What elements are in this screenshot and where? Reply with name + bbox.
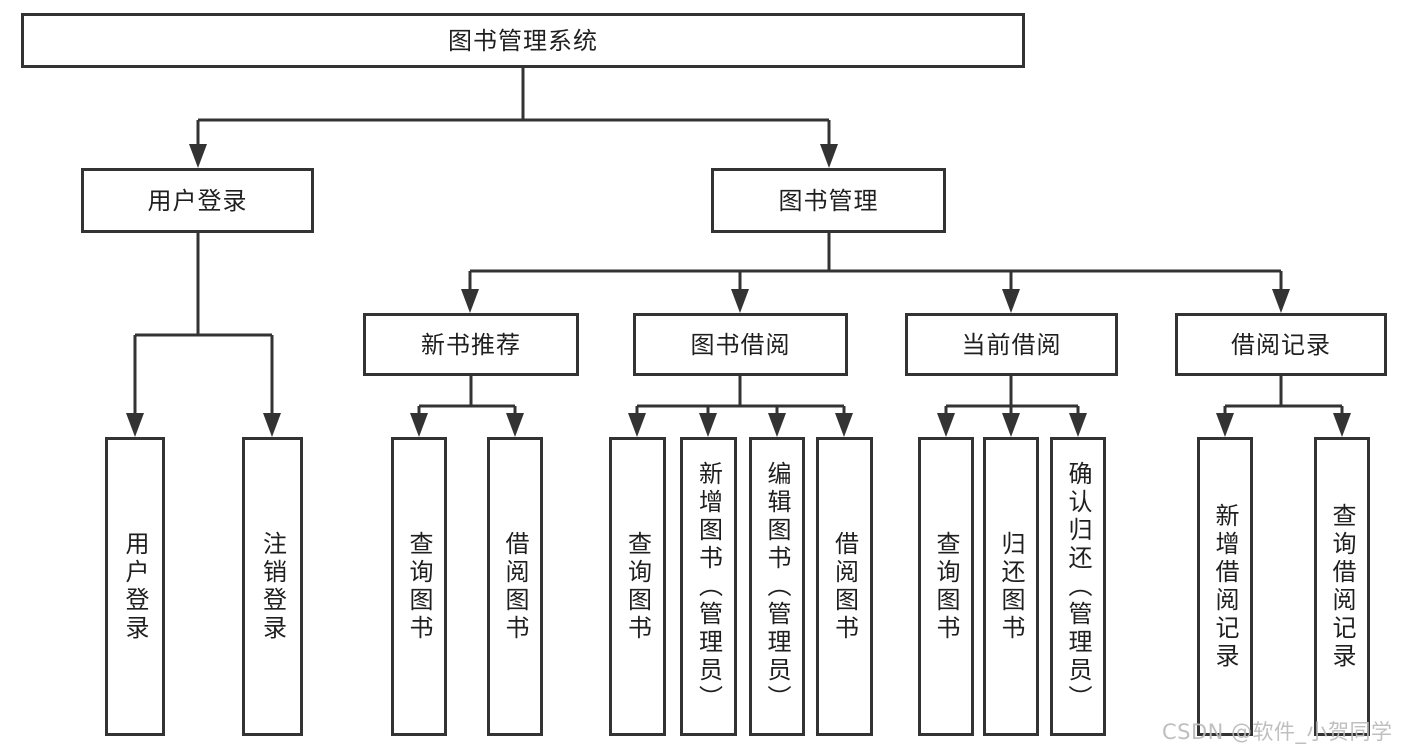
- node-label: 确认归还（管理员）: [1064, 460, 1092, 713]
- node-new-book-recommendation: 新书推荐: [363, 313, 579, 376]
- connector-current-borrow-to-leaves: [944, 376, 1080, 416]
- leaf-logout: 注销登录: [242, 437, 303, 736]
- node-label: 归还图书: [997, 530, 1025, 643]
- leaf-edit-books-admin: 编辑图书（管理员）: [749, 437, 805, 736]
- node-label: 查询借阅记录: [1328, 502, 1356, 671]
- connector-user-login-to-leaves: [133, 233, 274, 416]
- node-book-management: 图书管理: [711, 168, 946, 233]
- node-book-borrowing: 图书借阅: [633, 313, 848, 376]
- node-label: 图书管理系统: [448, 26, 598, 55]
- leaf-borrow-books: 借阅图书: [816, 437, 873, 736]
- leaf-return-books: 归还图书: [983, 437, 1039, 736]
- arrowheads-new-book-leaves: [410, 413, 524, 437]
- arrowheads-current-borrow-leaves: [937, 413, 1087, 437]
- node-label: 新书推荐: [421, 330, 521, 359]
- node-label: 借阅记录: [1231, 330, 1331, 359]
- csdn-watermark: CSDN @软件_小贺同学: [1162, 720, 1393, 744]
- node-label: 借阅图书: [501, 530, 529, 643]
- node-label: 查询图书: [932, 530, 960, 643]
- leaf-query-books-recommend: 查询图书: [391, 437, 447, 736]
- node-label: 查询图书: [405, 530, 433, 643]
- node-label: 用户登录: [147, 186, 248, 215]
- node-root-system: 图书管理系统: [21, 13, 1025, 68]
- node-label: 图书管理: [778, 186, 879, 215]
- node-label: 借阅图书: [830, 530, 859, 643]
- connector-new-book-to-leaves: [417, 376, 517, 416]
- arrowheads-borrow-records-leaves: [1216, 413, 1351, 437]
- arrowheads-level3: [461, 289, 1290, 313]
- leaf-add-borrow-record: 新增借阅记录: [1197, 437, 1253, 736]
- node-label: 图书借阅: [690, 330, 791, 359]
- leaf-query-books-borrow: 查询图书: [609, 437, 666, 736]
- node-label: 当前借阅: [961, 330, 1062, 359]
- node-label: 编辑图书（管理员）: [763, 460, 791, 713]
- leaf-query-books-current: 查询图书: [918, 437, 974, 736]
- node-label: 注销登录: [258, 530, 287, 643]
- node-label: 查询图书: [623, 530, 652, 643]
- leaf-confirm-return-admin: 确认归还（管理员）: [1050, 437, 1106, 736]
- leaf-add-books-admin: 新增图书（管理员）: [680, 437, 737, 736]
- leaf-query-borrow-record: 查询借阅记录: [1314, 437, 1370, 736]
- node-current-borrowing: 当前借阅: [905, 313, 1118, 376]
- arrowheads-book-borrow-leaves: [628, 413, 853, 437]
- node-borrowing-records: 借阅记录: [1175, 313, 1387, 376]
- node-label: 新增借阅记录: [1211, 502, 1239, 671]
- node-label: 用户登录: [121, 530, 149, 643]
- leaf-user-login: 用户登录: [105, 437, 165, 736]
- connector-borrow-records-to-leaves: [1223, 376, 1344, 416]
- connector-root-to-level2: [196, 68, 831, 150]
- connector-book-management-to-level3: [468, 233, 1283, 292]
- node-user-login: 用户登录: [81, 168, 314, 233]
- connector-book-borrow-to-leaves: [635, 376, 846, 416]
- arrowheads-user-login-leaves: [126, 413, 281, 437]
- node-label: 新增图书（管理员）: [694, 460, 723, 713]
- arrowheads-level2: [189, 144, 838, 168]
- leaf-borrow-books-recommend: 借阅图书: [487, 437, 543, 736]
